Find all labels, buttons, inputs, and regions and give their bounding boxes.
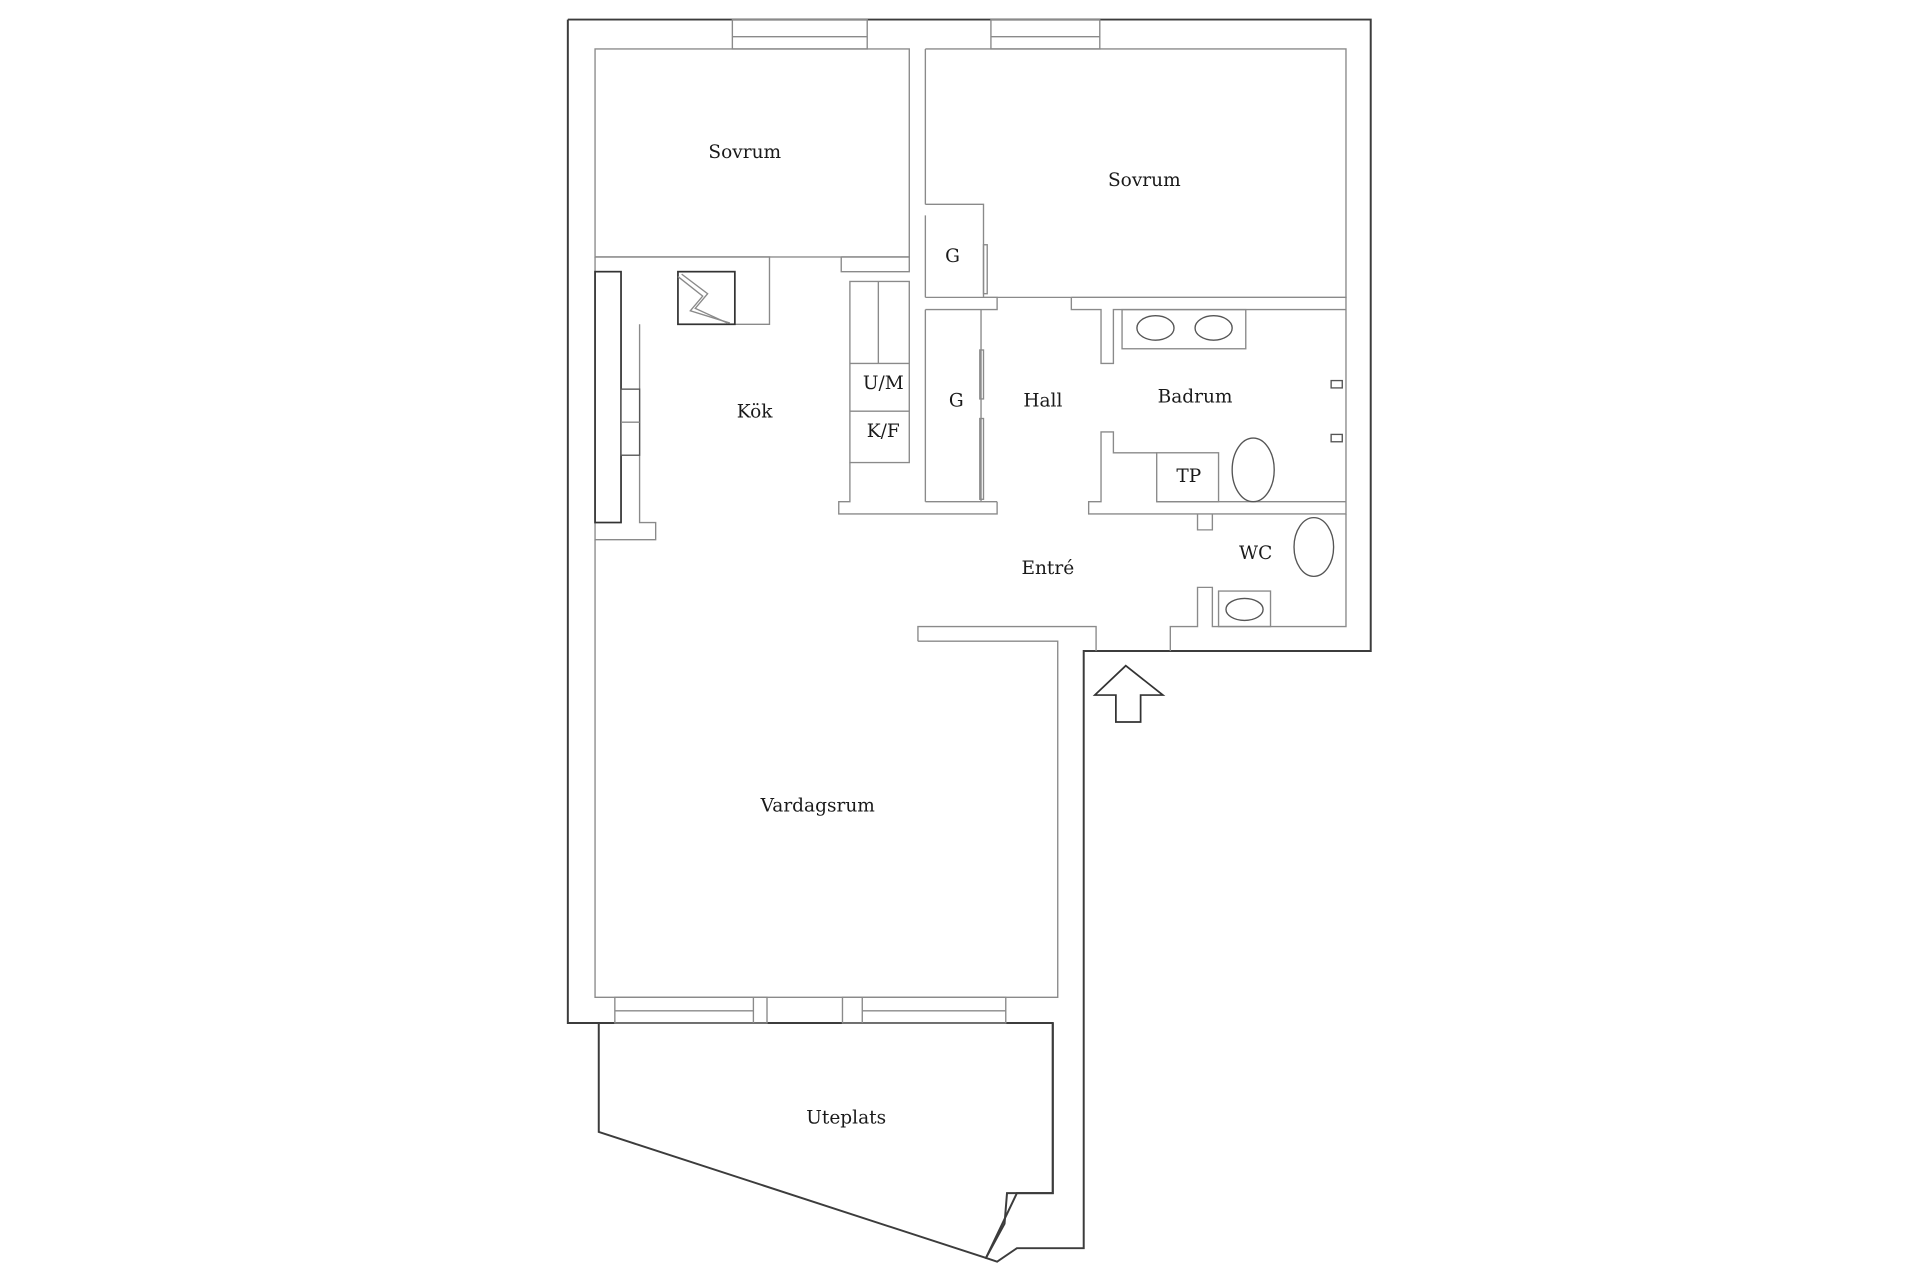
room-label-entre: Entré <box>1021 558 1074 579</box>
room-label-wc: WC <box>1239 543 1272 564</box>
toilets <box>1231 437 1335 578</box>
shower-heads <box>1330 379 1343 443</box>
appliance-label-um: U/M <box>863 373 904 394</box>
appliance-label-kf: K/F <box>867 421 900 442</box>
room-label-uteplats: Uteplats <box>806 1107 886 1128</box>
closet-label-g-upper: G <box>945 246 960 267</box>
closet-label-g-lower: G <box>949 390 964 411</box>
room-label-badrum: Badrum <box>1158 387 1233 408</box>
inner-walls <box>594 18 1347 1260</box>
bathroom-sinks <box>1136 315 1264 622</box>
entrance-arrow-icon <box>1092 664 1166 723</box>
room-label-sovrum-2: Sovrum <box>1108 170 1181 191</box>
room-label-vardagsrum: Vardagsrum <box>760 795 875 816</box>
room-label-kok: Kök <box>737 401 774 422</box>
room-label-sovrum-1: Sovrum <box>708 142 781 163</box>
room-label-hall: Hall <box>1023 390 1062 411</box>
appliance-label-tp: TP <box>1176 466 1201 487</box>
